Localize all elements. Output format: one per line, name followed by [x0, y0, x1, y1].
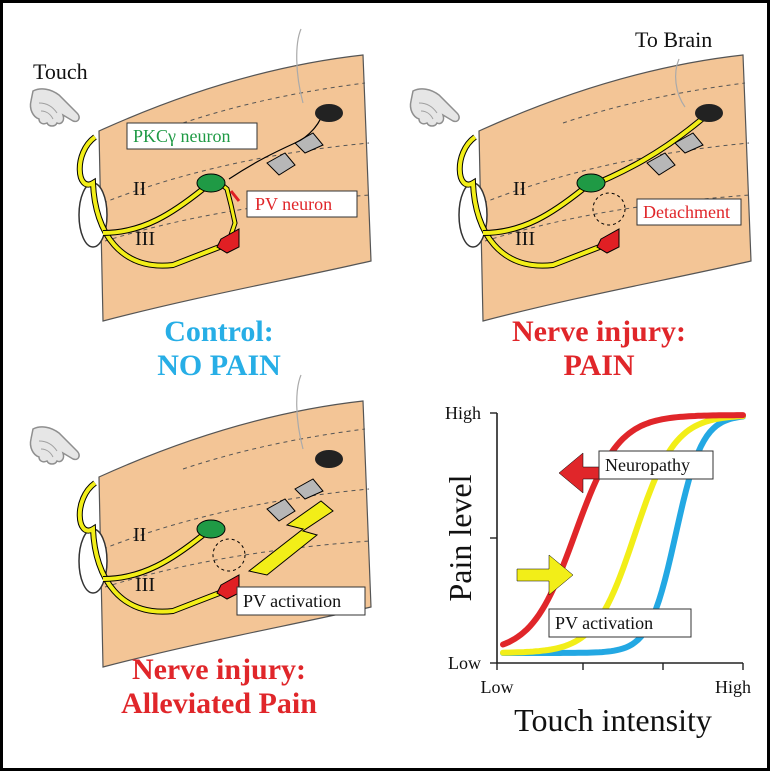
y-tick-label-low: Low	[448, 653, 481, 673]
y-tick-label-high: High	[445, 403, 481, 423]
alleviated-caption-line2: Alleviated Pain	[121, 687, 317, 720]
layer-iii-label: III	[135, 228, 155, 250]
layer-iii-label-3: III	[135, 574, 155, 596]
pain-chart: High Low Low High Touch intensity Pain l…	[442, 403, 751, 738]
layer-ii-label-2: II	[513, 178, 526, 200]
panel-injury: To Brain Detachment II III Nerve injury:…	[410, 27, 751, 382]
pkc-neuron-2	[577, 174, 605, 192]
layer-iii-label-2: III	[515, 228, 535, 250]
pkc-neuron-3	[197, 520, 225, 538]
touch-label: Touch	[33, 59, 88, 84]
pkc-neuron-label: PKCγ neuron	[133, 126, 230, 146]
figure-canvas: Touch PKCγ neuron PV neuron II III Contr…	[3, 3, 767, 768]
y-axis-label: Pain level	[442, 474, 478, 601]
pv-neuron-label: PV neuron	[255, 194, 332, 214]
layer-ii-label: II	[133, 178, 146, 200]
to-brain-label: To Brain	[635, 27, 712, 52]
injury-caption-line2: PAIN	[563, 349, 634, 382]
pkc-neuron	[197, 174, 225, 192]
alleviated-caption-line1: Nerve injury:	[132, 653, 306, 686]
panel-control: Touch PKCγ neuron PV neuron II III Contr…	[30, 29, 371, 382]
touching-hand-icon-3	[30, 427, 79, 464]
x-tick-label-high: High	[715, 677, 751, 697]
touching-hand-icon-2	[410, 89, 459, 126]
lamina-i-neuron	[315, 104, 343, 122]
panel-alleviated: II III PV activation Nerve injury: Allev…	[30, 375, 371, 720]
injury-caption-line1: Nerve injury:	[512, 315, 686, 348]
lamina-i-neuron-3	[315, 450, 343, 468]
lamina-i-neuron-2	[695, 104, 723, 122]
detachment-label: Detachment	[643, 202, 730, 222]
control-caption-line1: Control:	[164, 315, 273, 348]
pv-activation-label: PV activation	[243, 591, 341, 611]
x-axis-label: Touch intensity	[514, 702, 712, 738]
neuropathy-label: Neuropathy	[605, 455, 690, 475]
pv-activation-chart-label: PV activation	[555, 613, 653, 633]
control-caption-line2: NO PAIN	[157, 349, 281, 382]
layer-ii-label-3: II	[133, 524, 146, 546]
x-tick-label-low: Low	[481, 677, 514, 697]
touching-hand-icon	[30, 89, 79, 126]
